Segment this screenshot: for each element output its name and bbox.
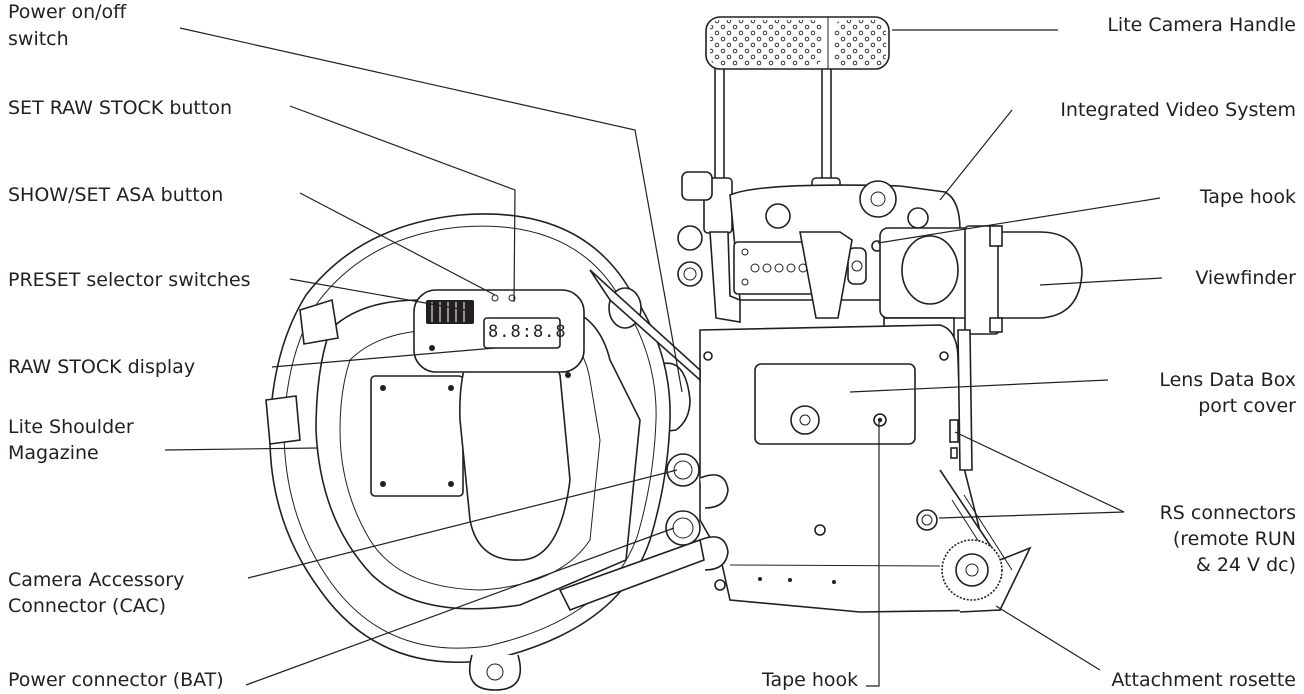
label-show-set-asa: SHOW/SET ASA button [8,184,224,206]
label-shoulder-magazine-line2: Magazine [8,442,99,464]
label-video-system: Integrated Video System [1060,99,1296,121]
label-raw-stock-display: RAW STOCK display [8,356,196,378]
camera-body [651,324,1032,613]
label-viewfinder: Viewfinder [1195,267,1296,289]
camera-handle [703,16,890,234]
label-attachment-rosette: Attachment rosette [1111,669,1296,691]
raw-stock-readout: 8.8:8.8 [488,322,567,342]
viewfinder [879,225,1083,337]
label-cac: Camera Accessory [8,569,185,591]
label-tape-hook-top: Tape hook [1199,186,1296,208]
label-bat: Power connector (BAT) [8,669,224,691]
label-cac-line2: Connector (CAC) [8,595,167,617]
label-tape-hook-bottom: Tape hook [762,669,859,691]
label-camera-handle: Lite Camera Handle [1107,14,1296,36]
label-lens-data-box: Lens Data Box [1159,369,1296,391]
label-set-raw-stock: SET RAW STOCK button [8,97,232,119]
leader-lines [164,27,1163,687]
label-shoulder-magazine: Lite Shoulder [8,416,134,438]
label-power-switch-line2: switch [8,28,69,50]
label-lens-data-box-line2: port cover [1198,395,1296,417]
label-power-switch: Power on/off [8,1,127,23]
shoulder-magazine [265,213,705,691]
label-rs-connectors: RS connectors [1159,502,1296,524]
label-preset-switches: PRESET selector switches [8,269,251,291]
label-rs-connectors-line3: & 24 V dc) [1195,554,1296,576]
label-rs-connectors-line2: (remote RUN [1172,528,1296,550]
